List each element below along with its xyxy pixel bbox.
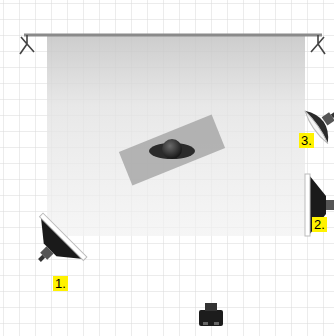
backdrop-bar [24,34,322,37]
callout-number: 2. [312,217,327,232]
softbox-light [18,213,87,282]
softbox-light [305,174,334,236]
backdrop-stand [20,35,325,54]
callout-number: 1. [53,276,68,291]
model-top-view [149,139,195,159]
camera [199,303,223,326]
posing-platform [119,115,225,186]
callout-number: 3. [299,133,314,148]
backdrop-sweep [47,36,305,236]
